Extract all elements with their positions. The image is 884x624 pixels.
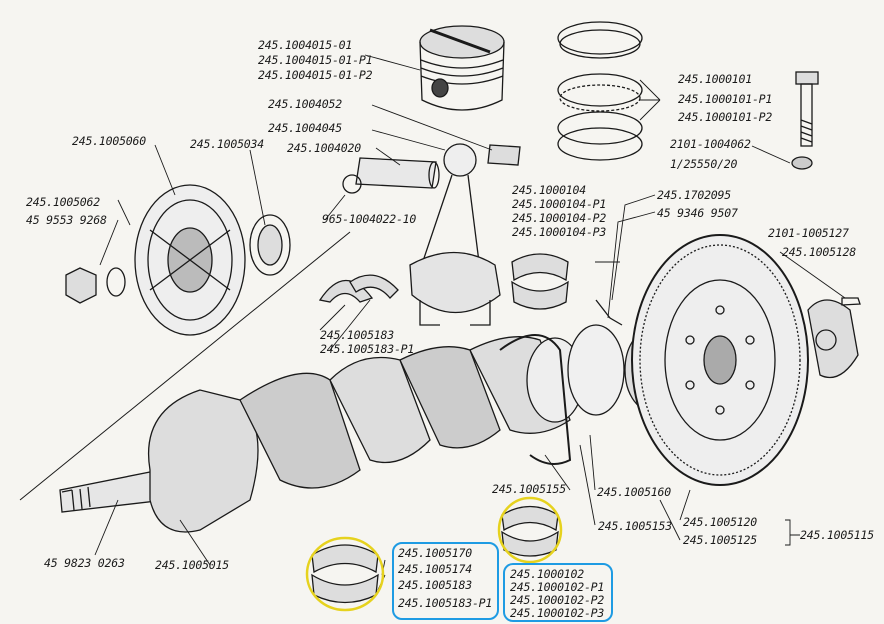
- label-rod-bearing-4: 245.1000104-P3: [512, 225, 607, 239]
- pulley-drawing: [134, 184, 291, 336]
- piston-pin-drawing: [342, 144, 521, 194]
- label-nut: 1/25550/20: [670, 157, 738, 171]
- pulley-nut-drawing: [65, 267, 126, 304]
- piston-rings-drawing: [557, 21, 643, 161]
- label-flywheel-2: 245.1005125: [683, 533, 757, 547]
- highlight-box-right: [503, 563, 613, 622]
- label-main-bearing-right-3: 245.1000102-P2: [510, 593, 605, 607]
- label-piston-pin: 245.1004020: [287, 141, 361, 155]
- label-piston-2: 245.1004015-01-P1: [258, 53, 373, 67]
- label-main-bearing-left-2: 245.1005174: [398, 562, 472, 576]
- label-pin-bushing: 245.1004052: [268, 97, 342, 111]
- label-flywheel-bolt-b: 245.1005128: [782, 245, 856, 259]
- highlight-box-left: [392, 542, 499, 620]
- label-main-bearing-left-4: 245.1005183-P1: [398, 596, 493, 610]
- label-main-bearing-right-2: 245.1000102-P1: [510, 580, 605, 594]
- label-retaining-ring: 965-1004022-10: [322, 212, 417, 226]
- label-pulley: 245.1005060: [72, 134, 146, 148]
- thrust-washers-drawing: [318, 274, 399, 303]
- label-main-bearing-right-1: 245.1000102: [510, 567, 584, 581]
- connecting-rod-drawing: [409, 143, 501, 326]
- label-rod-bearing-1: 245.1000104: [512, 183, 586, 197]
- label-crankshaft: 245.1005015: [155, 558, 229, 572]
- label-thrust-half-1: 245.1005183: [320, 328, 394, 342]
- label-main-bearing-right-4: 245.1000102-P3: [510, 606, 605, 620]
- label-piston-1: 245.1004015-01: [258, 38, 353, 52]
- label-rings-2: 245.1000101-P1: [678, 92, 773, 106]
- label-main-bearing-left-1: 245.1005170: [398, 546, 472, 560]
- label-bushing-9507: 45 9346 9507: [657, 206, 738, 220]
- main-bearing-left-drawing: [311, 544, 379, 604]
- plate-drawing: [807, 297, 861, 379]
- label-rod-bearing-3: 245.1000104-P2: [512, 211, 607, 225]
- main-bearing-right-drawing: [501, 505, 559, 557]
- label-piston-3: 245.1004015-01-P2: [258, 68, 373, 82]
- label-pulley-nut: 45 9553 9268: [26, 213, 107, 227]
- label-flywheel-assy: 245.1005115: [800, 528, 874, 542]
- label-flywheel-1: 245.1005120: [683, 515, 757, 529]
- label-bolt: 2101-1004062: [670, 137, 751, 151]
- crankshaft-drawing: [59, 324, 625, 533]
- label-crank-key: 45 9823 0263: [44, 556, 125, 570]
- rod-bearing-drawing: [511, 253, 569, 310]
- label-gasket: 245.1005153: [598, 519, 672, 533]
- highlight-circle-left: [305, 536, 385, 612]
- label-pin-1702: 245.1702095: [657, 188, 731, 202]
- label-rings-3: 245.1000101-P2: [678, 110, 773, 124]
- label-main-bearing-left-3: 245.1005183: [398, 578, 472, 592]
- label-rings-1: 245.1000101: [678, 72, 752, 86]
- label-thrust-half-2: 245.1005183-P1: [320, 342, 415, 356]
- label-pulley-washer: 245.1005062: [26, 195, 100, 209]
- piston-drawing: [419, 25, 505, 111]
- label-oil-seal: 245.1005155: [492, 482, 566, 496]
- highlight-circle-right: [497, 496, 563, 564]
- label-connecting-rod: 245.1004045: [268, 121, 342, 135]
- rod-nut-drawing: [791, 156, 813, 170]
- label-seal-holder: 245.1005160: [597, 485, 671, 499]
- flywheel-drawing: [631, 234, 809, 486]
- label-flywheel-bolt-a: 2101-1005127: [768, 226, 849, 240]
- label-seal-front: 245.1005034: [190, 137, 264, 151]
- rod-bolt-drawing: [795, 71, 819, 147]
- label-rod-bearing-2: 245.1000104-P1: [512, 197, 607, 211]
